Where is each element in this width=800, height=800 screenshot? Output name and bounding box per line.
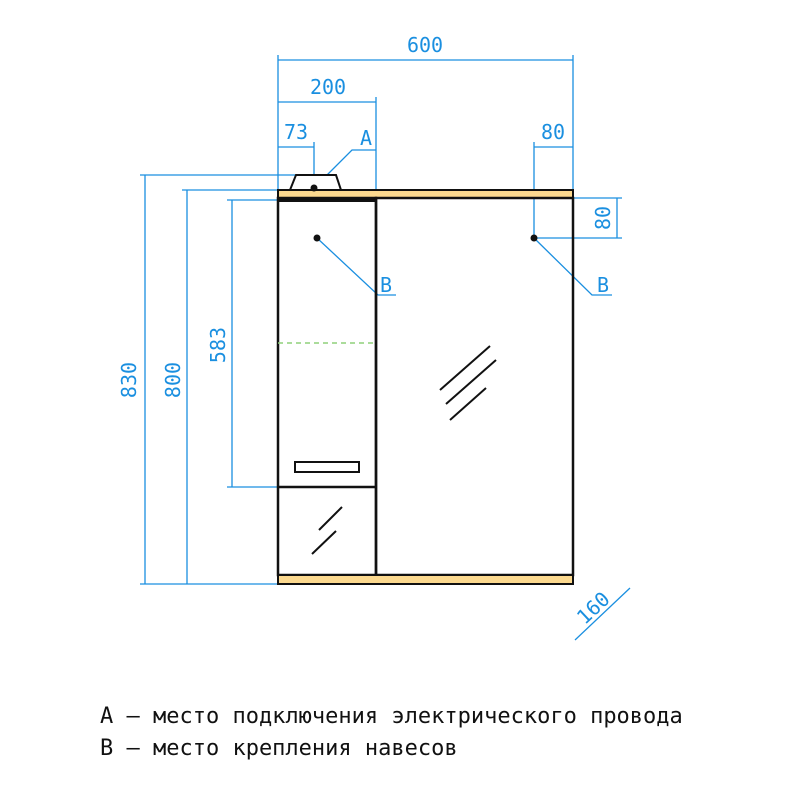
left-cabinet-top — [278, 198, 376, 202]
drawer-handle — [294, 461, 360, 473]
hook-point-left — [313, 234, 321, 242]
dim-600: 600 — [407, 33, 443, 57]
legend-a: A – место подключения электрического про… — [100, 704, 683, 729]
dim-800: 800 — [161, 362, 185, 398]
marker-a: A — [360, 126, 372, 150]
connection-point-a — [310, 184, 318, 192]
dimension-lines — [144, 59, 631, 641]
dim-200: 200 — [310, 75, 346, 99]
glass-reflection-icon — [311, 345, 497, 555]
dim-160: 160 — [572, 587, 615, 629]
marker-b-right: B — [597, 273, 609, 297]
left-cabinet — [276, 196, 378, 577]
hook-point-right — [530, 234, 538, 242]
legend-b: B – место крепления навесов — [100, 736, 458, 761]
dim-73: 73 — [284, 120, 308, 144]
dim-80-top: 80 — [541, 120, 565, 144]
mirror-door — [374, 196, 575, 577]
dim-80-side: 80 — [591, 206, 615, 230]
bottom-shelf — [277, 574, 574, 585]
dim-830: 830 — [117, 362, 141, 398]
marker-b-left: B — [380, 273, 392, 297]
dim-583: 583 — [206, 327, 230, 363]
